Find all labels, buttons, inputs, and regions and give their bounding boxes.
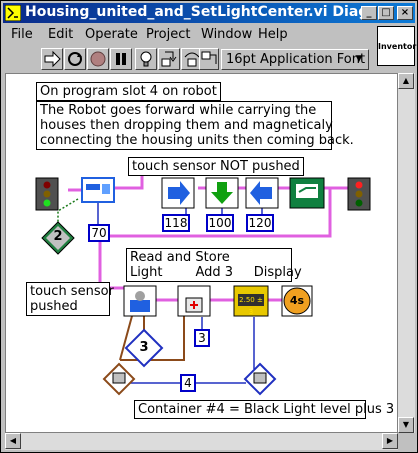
font-select[interactable]: 16pt Application Font ▼ xyxy=(221,49,369,70)
description-line-2: houses then dropping them and magnetical… xyxy=(40,118,333,133)
container-read-right-icon xyxy=(243,362,277,396)
menu-project[interactable]: Project xyxy=(146,27,191,42)
run-button[interactable] xyxy=(41,48,63,70)
menu-edit[interactable]: Edit xyxy=(48,27,74,42)
scroll-left-icon[interactable]: ◀ xyxy=(5,433,21,449)
display-readout: 2.50 ± 3 xyxy=(239,296,263,316)
run-arrow-icon xyxy=(44,50,61,68)
touch-pushed-line-1: touch sensor xyxy=(30,284,114,299)
run-continuously-icon xyxy=(68,52,82,66)
menu-operate[interactable]: Operate xyxy=(85,27,138,42)
container-read-left-icon xyxy=(102,362,136,396)
labview-app-icon xyxy=(5,5,21,21)
timer-icon xyxy=(281,285,313,317)
highlight-execution-button[interactable] xyxy=(135,48,157,70)
slot-number: 2 xyxy=(53,229,63,244)
step-over-icon xyxy=(184,52,200,67)
comment-container-note: Container #4 = Black Light level plus 3 xyxy=(134,400,394,419)
minimize-button[interactable]: _ xyxy=(361,6,377,20)
horizontal-scrollbar[interactable]: ◀ ▶ xyxy=(5,433,398,450)
timer-label: 4s xyxy=(289,294,305,307)
power-value-118[interactable]: 118 xyxy=(162,214,190,232)
stop-traffic-light-icon xyxy=(347,177,371,211)
step-out-icon xyxy=(201,51,217,64)
wait-for-touch-icon xyxy=(81,177,115,203)
motor-reverse-icon xyxy=(245,177,279,209)
window-title: Housing_united_and_SetLightCenter.vi Dia… xyxy=(25,4,365,20)
wait-sensor-icon xyxy=(289,177,325,209)
read-light-icon xyxy=(123,285,157,317)
step-into-button[interactable] xyxy=(158,48,180,70)
motor-forward-icon xyxy=(161,177,195,209)
step-into-icon xyxy=(161,51,177,67)
menu-file[interactable]: File xyxy=(11,27,33,42)
comment-description: The Robot goes forward while carrying th… xyxy=(36,101,354,150)
add-value-3[interactable]: 3 xyxy=(194,329,210,347)
run-continuously-button[interactable] xyxy=(64,48,86,70)
power-value-100[interactable]: 100 xyxy=(206,214,234,232)
lightbulb-icon xyxy=(140,51,152,67)
menu-bar: File Edit Operate Project Window Help xyxy=(3,25,375,45)
scroll-down-icon[interactable]: ▼ xyxy=(398,417,414,433)
comment-read-store: Read and Store Light Add 3 Display xyxy=(126,248,302,282)
stop-sign-icon xyxy=(90,51,106,67)
start-traffic-light-icon xyxy=(35,177,59,211)
read-store-line-1: Read and Store xyxy=(130,250,230,265)
vertical-scrollbar[interactable]: ▲ ▼ xyxy=(398,73,415,433)
scroll-right-icon[interactable]: ▶ xyxy=(382,433,398,449)
inventor-badge: Inventor xyxy=(377,26,416,66)
maximize-button[interactable]: □ xyxy=(378,6,394,20)
comment-touch-pushed: touch sensor pushed xyxy=(26,282,114,316)
comment-touch-not-pushed: touch sensor NOT pushed xyxy=(128,157,304,176)
step-out-button[interactable] xyxy=(199,48,219,70)
chevron-down-icon[interactable]: ▼ xyxy=(355,54,363,64)
container-value-4[interactable]: 4 xyxy=(180,374,196,392)
slot-diamond-icon xyxy=(41,221,75,255)
pause-icon xyxy=(116,53,126,65)
container-number: 3 xyxy=(139,340,149,355)
add-to-container-icon xyxy=(177,285,211,317)
toolbar: 16pt Application Font ▼ xyxy=(3,46,375,72)
close-button[interactable]: × xyxy=(397,6,413,20)
container-diamond-icon xyxy=(124,328,164,368)
abort-button[interactable] xyxy=(87,48,109,70)
comment-slot: On program slot 4 on robot xyxy=(36,82,221,101)
scroll-up-icon[interactable]: ▲ xyxy=(398,73,414,89)
display-icon xyxy=(233,285,269,317)
title-bar[interactable]: Housing_united_and_SetLightCenter.vi Dia… xyxy=(3,3,415,23)
power-value-120[interactable]: 120 xyxy=(246,214,274,232)
description-line-3: connecting the housing units then coming… xyxy=(40,133,354,148)
description-line-1: The Robot goes forward while carrying th… xyxy=(40,103,317,118)
read-store-line-2: Light Add 3 Display xyxy=(130,265,302,280)
touch-pushed-line-2: pushed xyxy=(30,299,78,314)
motor-down-icon xyxy=(205,177,239,209)
menu-help[interactable]: Help xyxy=(258,27,288,42)
wait-value-70[interactable]: 70 xyxy=(88,224,110,242)
pause-button[interactable] xyxy=(110,48,132,70)
wires-layer xyxy=(35,169,371,396)
font-select-value: 16pt Application Font xyxy=(226,52,366,67)
block-diagram[interactable]: On program slot 4 on robot The Robot goe… xyxy=(5,73,398,433)
menu-window[interactable]: Window xyxy=(201,27,253,42)
